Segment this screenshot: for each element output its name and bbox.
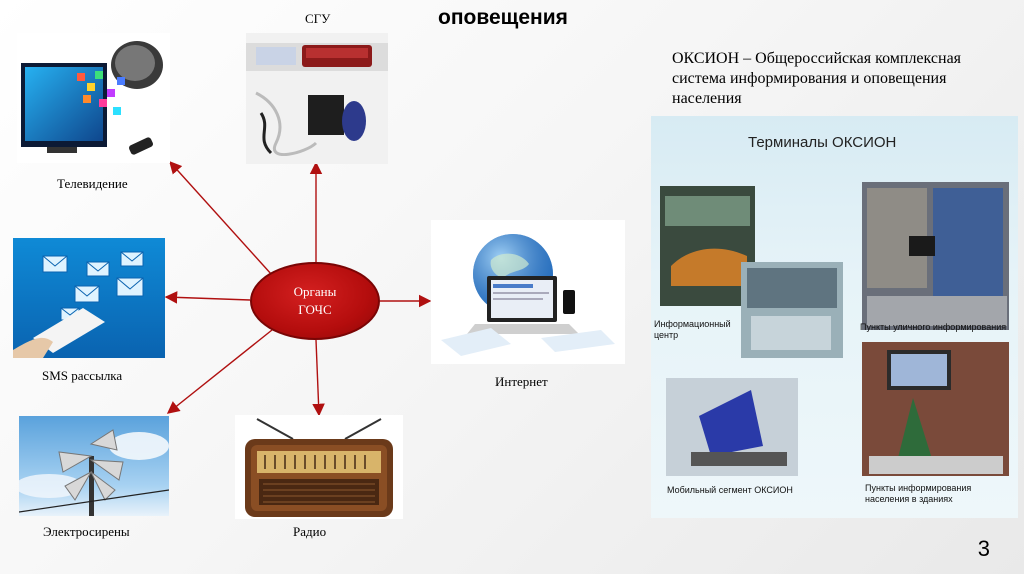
oksion-image-title: Терминалы ОКСИОН [748,134,896,151]
radio-label: Радио [293,524,326,540]
radio-image [235,415,403,519]
sirens-label: Электросирены [43,524,130,540]
tv-label: Телевидение [57,176,128,192]
siren-speaker-icon [246,33,388,164]
center-node-line2: ГОЧС [298,301,331,319]
sgu-image [246,33,388,164]
oksion-description: ОКСИОН – Общероссийская комплексная сист… [672,49,1017,109]
page-number: 3 [978,536,990,562]
arrow-to-sirens [168,330,272,413]
arrow-to-radio [316,340,319,415]
tv-icon [17,33,170,163]
label-street: Пункты уличного информирования [860,322,1015,333]
tv-image [17,33,170,163]
globe-laptop-icon [431,220,625,364]
sms-image [13,238,165,358]
siren-horns-icon [19,416,169,516]
sms-envelopes-icon [13,238,165,358]
center-node-line1: Органы [294,283,337,301]
oksion-terminals-image: Терминалы ОКСИОН Информационный центр Пу… [651,116,1018,518]
arrow-to-sms [166,297,250,300]
radio-icon [235,415,403,519]
label-mobile: Мобильный сегмент ОКСИОН [667,485,827,496]
sms-label: SMS рассылка [42,368,122,384]
arrow-to-tv [170,162,272,275]
label-buildings: Пункты информирования населения в здания… [865,483,1005,505]
internet-image [431,220,625,364]
sgu-label: СГУ [305,11,330,27]
center-node-gochs: Органы ГОЧС [250,262,380,340]
label-info-center: Информационный центр [654,319,736,341]
internet-label: Интернет [495,374,548,390]
oksion-photos [651,116,1018,518]
sirens-image [19,416,169,516]
